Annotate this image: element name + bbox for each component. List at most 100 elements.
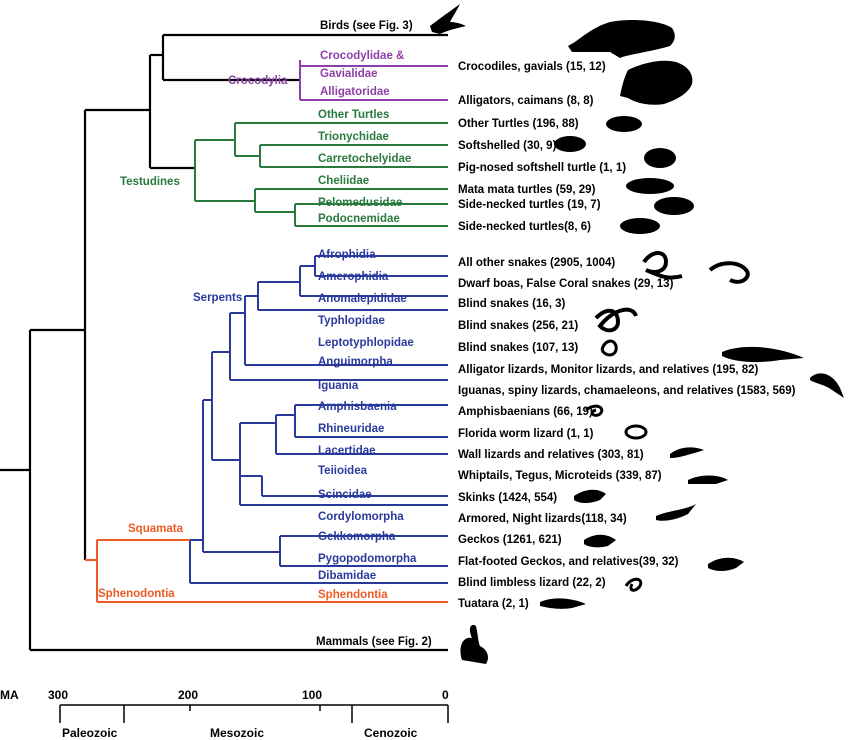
taxon-label: Podocnemidae bbox=[318, 213, 400, 225]
taxon-label: Teiioidea bbox=[318, 465, 368, 477]
worm-lizard-icon bbox=[624, 424, 648, 440]
taxon-label: Crocodylidae & bbox=[320, 50, 404, 62]
taxon-label: Anguimorpha bbox=[318, 356, 393, 368]
taxon-label: Trionychidae bbox=[318, 131, 389, 143]
clade-label-crocodylia: Crocodylia bbox=[228, 75, 288, 87]
taxon-labels: Crocodylidae & Gavialidae Alligatoridae … bbox=[318, 50, 417, 601]
taxon-label: Cordylomorpha bbox=[318, 511, 404, 523]
description-text: Whiptails, Tegus, Microteids (339, 87) bbox=[458, 470, 662, 482]
crocodylia-branches bbox=[299, 60, 448, 101]
description-text: Blind snakes (16, 3) bbox=[458, 298, 566, 310]
softshell-turtle-icon bbox=[554, 136, 586, 152]
axis-tick-label: 0 bbox=[442, 688, 449, 702]
taxon-label: Leptotyphlopidae bbox=[318, 337, 414, 349]
side-necked-turtle-icon bbox=[654, 197, 694, 215]
outgroup-mammals-label: Mammals (see Fig. 2) bbox=[316, 636, 432, 648]
taxon-label: Sphendontia bbox=[318, 589, 388, 601]
mata-mata-turtle-icon bbox=[626, 178, 674, 194]
snake-icon bbox=[642, 251, 683, 280]
taxon-label: Other Turtles bbox=[318, 109, 389, 121]
era-label: Paleozoic bbox=[62, 726, 118, 740]
description-text: Other Turtles (196, 88) bbox=[458, 118, 579, 130]
description-text: All other snakes (2905, 1004) bbox=[458, 257, 615, 269]
taxon-label: Pygopodomorpha bbox=[318, 553, 417, 565]
backbone-branches bbox=[0, 33, 448, 652]
side-necked-turtle-icon bbox=[620, 218, 660, 234]
blind-snake-icon bbox=[594, 307, 638, 333]
taxon-label: Amerophidia bbox=[318, 271, 389, 283]
testudines-branches bbox=[194, 122, 448, 227]
description-text: Blind limbless lizard (22, 2) bbox=[458, 577, 606, 589]
silhouettes bbox=[430, 4, 844, 664]
taxon-label: Amphisbaenia bbox=[318, 401, 397, 413]
taxon-label: Anomalepididae bbox=[318, 293, 407, 305]
amphisbaenian-icon bbox=[585, 404, 604, 417]
axis-unit-label: MA bbox=[0, 688, 19, 702]
time-axis: MA 300 200 100 0 Paleozoic Mesozoic Ceno… bbox=[0, 688, 449, 740]
description-text: Pig-nosed softshell turtle (1, 1) bbox=[458, 162, 626, 174]
flat-footed-gecko-icon bbox=[708, 557, 744, 571]
rabbit-icon bbox=[460, 624, 488, 664]
bird-icon bbox=[430, 4, 466, 34]
axis-tick-label: 200 bbox=[178, 688, 198, 702]
description-text: Blind snakes (107, 13) bbox=[458, 342, 578, 354]
taxon-label: Lacertidae bbox=[318, 445, 376, 457]
taxon-label: Rhineuridae bbox=[318, 423, 384, 435]
description-text: Skinks (1424, 554) bbox=[458, 492, 557, 504]
iguana-icon bbox=[810, 373, 844, 398]
description-text: Blind snakes (256, 21) bbox=[458, 320, 578, 332]
outgroup-birds-label: Birds (see Fig. 3) bbox=[320, 20, 413, 32]
description-text: Armored, Night lizards(118, 34) bbox=[458, 513, 627, 525]
taxon-label: Scincidae bbox=[318, 489, 372, 501]
alligator-lizard-icon bbox=[722, 346, 804, 363]
description-text: Softshelled (30, 9) bbox=[458, 140, 557, 152]
axis-tick-label: 100 bbox=[302, 688, 322, 702]
description-text: Side-necked turtles (19, 7) bbox=[458, 199, 601, 211]
taxon-label: Cheliidae bbox=[318, 175, 369, 187]
clade-label-serpents: Serpents bbox=[193, 292, 242, 304]
taxon-label: Carretochelyidae bbox=[318, 153, 411, 165]
taxon-label: Alligatoridae bbox=[320, 86, 390, 98]
description-text: Dwarf boas, False Coral snakes (29, 13) bbox=[458, 278, 674, 290]
blind-snake-icon bbox=[600, 339, 618, 357]
squamata-branches bbox=[189, 255, 448, 584]
axis-tick-label: 300 bbox=[48, 688, 68, 702]
clade-label-sphenodontia: Sphenodontia bbox=[98, 588, 175, 600]
armored-lizard-icon bbox=[656, 504, 696, 521]
turtle-icon bbox=[606, 116, 642, 132]
clade-label-squamata: Squamata bbox=[128, 523, 184, 535]
axis-ticks bbox=[59, 704, 449, 723]
taxon-label: Iguania bbox=[318, 380, 359, 392]
lepidosauria-branches bbox=[85, 539, 448, 603]
alligator-icon bbox=[620, 60, 693, 105]
description-text: Crocodiles, gavials (15, 12) bbox=[458, 61, 606, 73]
description-text: Mata mata turtles (59, 29) bbox=[458, 184, 596, 196]
skink-icon bbox=[574, 489, 606, 503]
description-text: Tuatara (2, 1) bbox=[458, 598, 529, 610]
era-label: Mesozoic bbox=[210, 726, 264, 740]
description-text: Geckos (1261, 621) bbox=[458, 534, 562, 546]
taxon-label: Pelomedusidae bbox=[318, 197, 402, 209]
description-text: Flat-footed Geckos, and relatives(39, 32… bbox=[458, 556, 679, 568]
wall-lizard-icon bbox=[670, 447, 704, 458]
description-text: Wall lizards and relatives (303, 81) bbox=[458, 449, 644, 461]
description-text: Alligators, caimans (8, 8) bbox=[458, 95, 594, 107]
descriptions: Crocodiles, gavials (15, 12) Alligators,… bbox=[458, 61, 796, 610]
crocodile-icon bbox=[568, 20, 675, 58]
description-text: Florida worm lizard (1, 1) bbox=[458, 428, 594, 440]
era-label: Cenozoic bbox=[364, 726, 418, 740]
whiptail-icon bbox=[688, 475, 728, 484]
description-text: Side-necked turtles(8, 6) bbox=[458, 221, 591, 233]
taxon-label: Typhlopidae bbox=[318, 315, 385, 327]
dwarf-boa-icon bbox=[708, 261, 750, 284]
tuatara-icon bbox=[540, 598, 586, 609]
pig-nosed-turtle-icon bbox=[644, 148, 676, 168]
taxon-label: Dibamidae bbox=[318, 570, 376, 582]
description-text: Amphisbaenians (66, 19) bbox=[458, 406, 593, 418]
taxon-label: Gavialidae bbox=[320, 68, 378, 80]
blind-lizard-icon bbox=[624, 577, 643, 592]
description-text: Iguanas, spiny lizards, chamaeleons, and… bbox=[458, 385, 796, 397]
gecko-icon bbox=[584, 534, 616, 548]
